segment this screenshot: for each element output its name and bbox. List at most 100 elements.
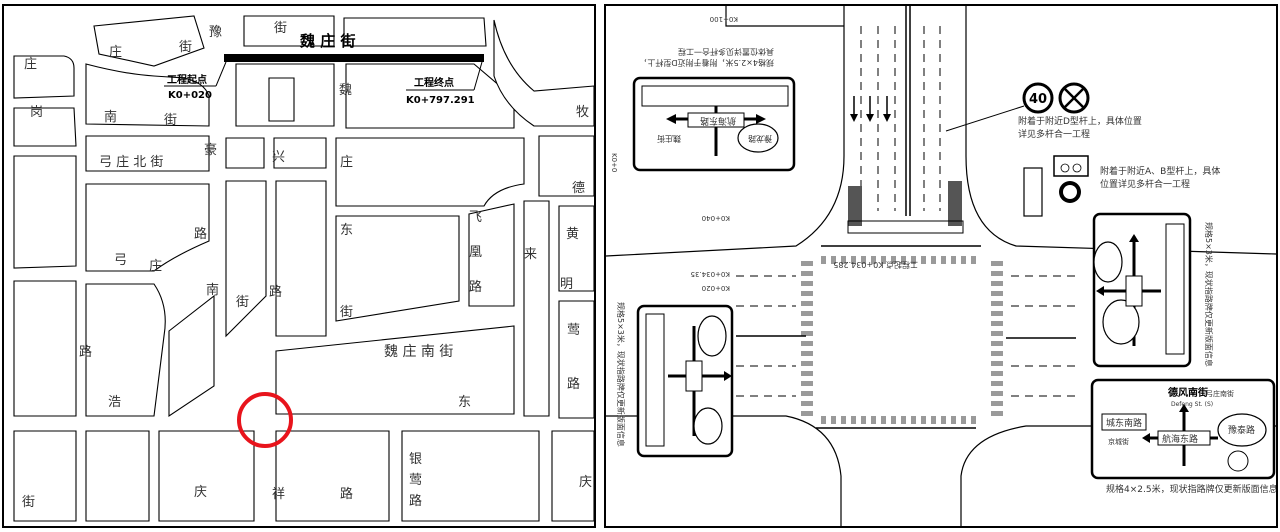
crosswalk-stripe <box>841 256 846 264</box>
speed-limit-sign-icon <box>1022 82 1054 114</box>
crosswalk-stripe <box>801 311 813 316</box>
crosswalk-stripe <box>801 271 813 276</box>
crosswalk-stripe <box>851 256 856 264</box>
crosswalk-stripe <box>991 371 1003 376</box>
crosswalk-stripe <box>911 416 916 424</box>
road-fragment: 路 <box>194 226 207 242</box>
guide-sign-top: 航海东路 豫龙路 魏庄街 <box>632 76 796 172</box>
road-label-jie: 街 <box>340 305 353 320</box>
sign4-top-road: 德风南街 <box>1167 386 1208 399</box>
crosswalk-stripe <box>821 256 826 264</box>
road-fragment: 庄 <box>24 56 37 72</box>
crosswalk-stripe <box>801 301 813 306</box>
crosswalk-stripe <box>991 401 1003 406</box>
road-fragment: 牧 <box>576 105 589 120</box>
sign4-left-road: 城东南路 <box>1106 417 1142 429</box>
intersection-plan: K0+100 K0+0 K0+040 K0+034.35 K0+020 工程起点… <box>606 6 1276 526</box>
crosswalk-stripe <box>881 416 886 424</box>
map-blocks <box>13 15 594 522</box>
sign4-right-road: 豫泰路 <box>1228 424 1255 436</box>
crosswalk-stripe <box>801 261 813 266</box>
crosswalk-stripe <box>991 361 1003 366</box>
road-label-xiang: 祥 <box>272 487 285 502</box>
road-label-ying: 莺 <box>409 473 422 488</box>
crosswalk-stripe <box>851 416 856 424</box>
station-label: K0+100 <box>710 15 738 23</box>
crosswalk-stripe <box>961 416 966 424</box>
road-fragment: 南 <box>104 109 117 125</box>
sign1-main-road: 航海东路 <box>700 115 736 127</box>
crosswalk-stripe <box>991 411 1003 416</box>
crosswalk-stripe <box>801 291 813 296</box>
crosswalk-stripe <box>951 256 956 264</box>
sign4-bottom-road: 航海东路 <box>1162 433 1198 445</box>
road-label-gong: 弓 <box>114 253 127 268</box>
note-right-sign: 规格5×3米，现状指路牌仅更新版面信息 <box>1204 222 1214 367</box>
crosswalk-stripe <box>801 371 813 376</box>
road-fragment: 德 <box>572 181 585 196</box>
note-bottom-sign: 规格4×2.5米，现状指路牌仅更新版面信息 <box>1106 483 1276 495</box>
road-label-ming: 明 <box>560 277 573 292</box>
crosswalk-stripe <box>821 416 826 424</box>
crosswalk-stripe <box>891 416 896 424</box>
road-fragment: 岗 <box>30 105 43 120</box>
crosswalk-stripe <box>911 256 916 264</box>
note-speed-sign: 附着于附近D型杆上，具体位置详见多杆合一工程 <box>1018 115 1142 140</box>
crosswalk-stripe <box>881 256 886 264</box>
crosswalk-stripe <box>801 341 813 346</box>
road-label-road: 路 <box>269 284 282 300</box>
crosswalk-stripe <box>951 416 956 424</box>
road-fragment: 街 <box>274 21 287 36</box>
road-label-lai: 来 <box>524 247 537 262</box>
crosswalk-stripe <box>971 256 976 264</box>
station-label: K0+034.35 <box>691 270 730 278</box>
note-bike-sign: 附着于附近A、B型杆上，具体位置详见多杆合一工程 <box>1100 165 1220 190</box>
crosswalk-stripe <box>991 391 1003 396</box>
road-label-lu3: 路 <box>79 344 92 360</box>
crosswalk-stripe <box>991 281 1003 286</box>
road-fragment: 庄 <box>109 44 122 60</box>
crosswalk-stripe <box>931 256 936 264</box>
project-start-label: 工程起点 <box>167 73 207 86</box>
crosswalk-stripe <box>801 351 813 356</box>
east-west-lanes <box>736 275 1076 397</box>
center-start-label: 工程起点 K0+034.285 <box>833 260 918 269</box>
station-label: K0+020 <box>702 284 730 292</box>
crosswalk-stripe <box>991 331 1003 336</box>
sign4-top-road-en: Defeng St. (S) <box>1171 401 1213 408</box>
crosswalk-stripe <box>991 381 1003 386</box>
crosswalk-stripe <box>991 351 1003 356</box>
crosswalk-stripe <box>801 361 813 366</box>
bicycle-sign-icon <box>1053 155 1089 177</box>
road-label-dong: 东 <box>340 223 353 238</box>
road-fragment: 豫 <box>209 25 222 40</box>
speed-limit-value: 40 <box>1029 92 1047 107</box>
crosswalk-stripe <box>931 416 936 424</box>
road-label-feng: 凰 <box>469 245 482 260</box>
crosswalk-stripe <box>861 256 866 264</box>
location-map: 工程起点 K0+020 工程终点 K0+797.291 魏 庄 街 魏 庄 南 … <box>13 15 594 522</box>
crosswalk-stripe <box>921 256 926 264</box>
crosswalk-stripe <box>991 341 1003 346</box>
note-top-sign: 规格4×2.5米，附着于附近D型杆上，具体位置详见多杆合一工程 <box>639 47 774 68</box>
crosswalk-stripe <box>941 256 946 264</box>
crosswalk-stripe <box>961 256 966 264</box>
sign1-right-road: 豫龙路 <box>748 134 772 144</box>
road-label-fei: 飞 <box>469 210 482 225</box>
road-fragment: 魏 <box>339 83 352 98</box>
note-left-sign: 规格5×3米，现状指路牌仅更新版面信息 <box>616 302 626 447</box>
crosswalk-stripe <box>841 416 846 424</box>
crosswalk-stripe <box>871 416 876 424</box>
crosswalk-stripe <box>991 271 1003 276</box>
crosswalk-stripe <box>901 256 906 264</box>
road-label-lu2: 路 <box>567 376 580 392</box>
road-label-street: 街 <box>236 295 249 310</box>
crosswalk-stripe <box>831 416 836 424</box>
crosswalks <box>801 256 1003 424</box>
road-label-ying2: 莺 <box>567 323 580 338</box>
guide-sign-left <box>636 304 734 458</box>
crosswalk-stripe <box>991 301 1003 306</box>
intersection-location-circle <box>237 392 293 448</box>
road-fragment: 街 <box>179 40 192 55</box>
guide-sign-bottom: 德风南街 Defeng St. (S) 弓庄南街 城东南路 京城街 豫泰路 航海… <box>1090 378 1276 480</box>
